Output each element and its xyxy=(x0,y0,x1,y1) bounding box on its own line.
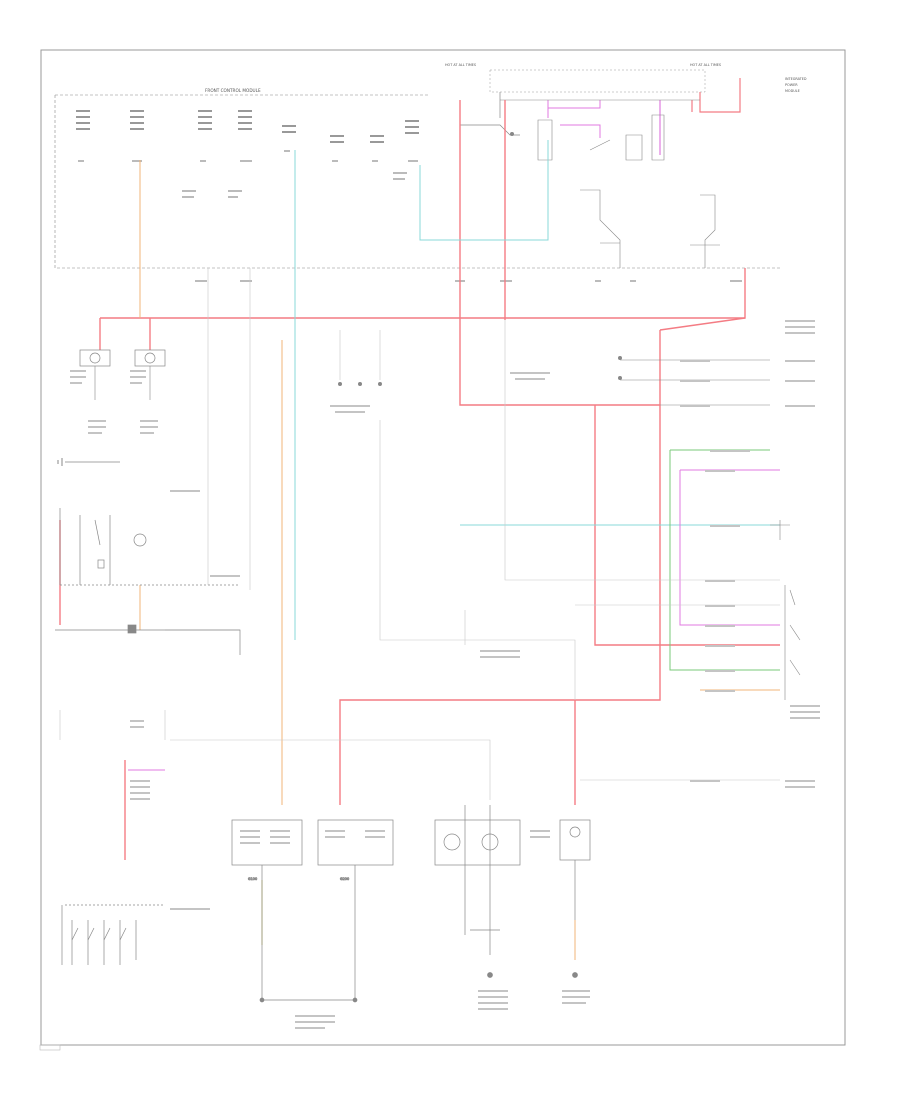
front-control-module: FRONT CONTROL MODULE xyxy=(54,88,780,269)
bottom-center-lamp xyxy=(434,805,521,978)
bottom-left-module: G100 G200 xyxy=(231,819,394,1003)
bulb-icon xyxy=(89,352,101,364)
cyan-wires xyxy=(294,140,780,640)
right-connector-rows xyxy=(620,359,801,700)
ground-icon xyxy=(487,972,493,978)
ground-icon xyxy=(572,972,578,978)
ground-label-a: G100 xyxy=(248,877,257,881)
magenta-wires xyxy=(128,469,780,771)
left-lamp-group xyxy=(57,349,166,466)
gray-wires xyxy=(59,268,780,800)
ground-label-b: G200 xyxy=(340,877,349,881)
bulb-icon xyxy=(569,826,581,838)
ground-icon xyxy=(259,997,265,1003)
left-switch-group xyxy=(59,508,240,586)
module-title: FRONT CONTROL MODULE xyxy=(205,88,261,93)
bulb-icon xyxy=(133,533,147,547)
bottom-left-switches xyxy=(61,904,165,965)
splice-dots xyxy=(338,356,622,386)
svg-text:MODULE: MODULE xyxy=(785,89,800,93)
relay-internals xyxy=(459,78,741,268)
svg-text:POWER: POWER xyxy=(785,83,798,87)
diagram-border xyxy=(40,49,846,1046)
hot-label-b: HOT AT ALL TIMES xyxy=(690,63,721,67)
svg-text:INTEGRATED: INTEGRATED xyxy=(785,77,807,81)
power-module-top: HOT AT ALL TIMES HOT AT ALL TIMES INTEGR… xyxy=(445,63,807,93)
label-bars xyxy=(70,320,820,1029)
red-power-bus xyxy=(59,100,780,860)
bottom-right-lamp xyxy=(559,819,591,978)
mid-connector-strip xyxy=(55,624,241,655)
green-wires xyxy=(669,449,780,671)
ground-icon xyxy=(352,997,358,1003)
ground-icon xyxy=(57,458,63,466)
bulb-icon xyxy=(443,833,461,851)
page-number-box xyxy=(39,1044,61,1051)
hot-label-a: HOT AT ALL TIMES xyxy=(445,63,476,67)
bulb-icon xyxy=(144,352,156,364)
